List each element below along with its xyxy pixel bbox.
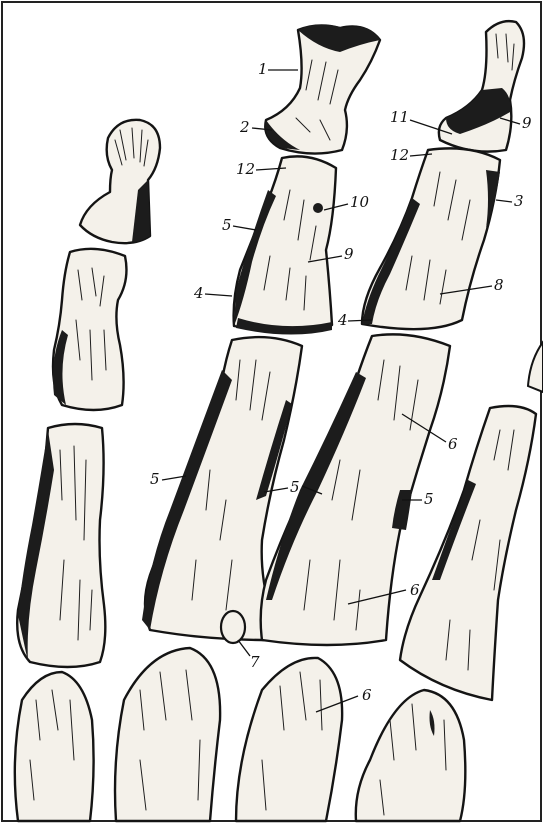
callout-13-number: 4	[337, 311, 348, 329]
callout-7-number: 4	[193, 284, 204, 302]
callout-4-number: 5	[222, 216, 232, 234]
callout-16-number: 5	[290, 478, 300, 496]
callout-11-number: 3	[514, 192, 524, 210]
callout-1-number: 1	[258, 60, 268, 78]
callout-6-number: 9	[344, 245, 354, 263]
callout-5-number: 10	[350, 193, 370, 211]
callout-14-number: 6	[448, 435, 458, 453]
callout-10-number: 12	[390, 146, 409, 164]
callout-12-number: 8	[494, 276, 504, 294]
callout-9-number: 9	[522, 114, 532, 132]
sesamoid-bone	[221, 611, 245, 643]
callout-15-number: 5	[150, 470, 160, 488]
callout-20-number: 7	[250, 653, 260, 671]
callout-3-number: 12	[236, 160, 255, 178]
callout-2-number: 2	[239, 118, 250, 136]
left-metatarsal-head	[15, 672, 94, 821]
callout-21-number: 6	[362, 686, 372, 704]
callout-8-number: 11	[390, 108, 409, 126]
left-middle-phalanx	[53, 249, 126, 410]
callout-19-number: 6	[410, 581, 420, 599]
callout-18-number: 5	[424, 490, 434, 508]
